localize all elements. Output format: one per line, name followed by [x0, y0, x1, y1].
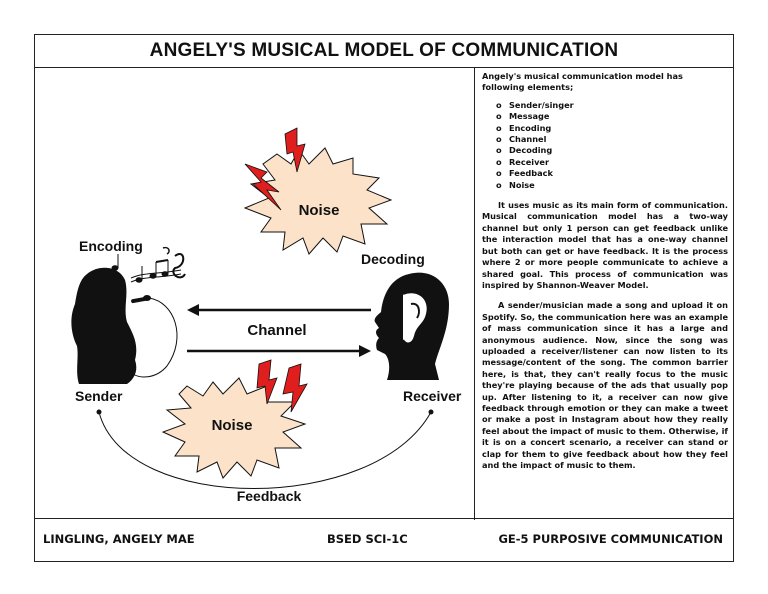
list-item: Feedback: [496, 168, 728, 180]
list-item: Message: [496, 111, 728, 123]
encoding-label: Encoding: [79, 238, 143, 254]
lightning-icon: [282, 363, 308, 413]
list-item: Sender/singer: [496, 100, 728, 112]
list-item: Noise: [496, 180, 728, 192]
paragraph-1: It uses music as its main form of commun…: [482, 200, 728, 290]
class-section: BSED SCI-1C: [327, 532, 408, 546]
document-frame: ANGELY'S MUSICAL MODEL OF COMMUNICATION …: [34, 34, 734, 562]
list-item: Encoding: [496, 123, 728, 135]
microphone-cable: [132, 297, 178, 378]
list-item: Receiver: [496, 157, 728, 169]
receiver-ear-silhouette: [374, 272, 449, 380]
description-text: Angely's musical communication model has…: [482, 71, 728, 521]
music-notes-icon: [111, 246, 186, 283]
receiver-label: Receiver: [403, 388, 462, 404]
paragraph-2: A sender/musician made a song and upload…: [482, 300, 728, 470]
channel-arrow-right: [187, 345, 371, 357]
noise-bottom-label: Noise: [212, 417, 253, 434]
footer: LINGLING, ANGELY MAE BSED SCI-1C GE-5 PU…: [35, 518, 733, 561]
noise-top: Noise: [243, 127, 393, 255]
feedback-label: Feedback: [237, 488, 302, 504]
feedback-loop: [96, 409, 434, 489]
lightning-icon: [284, 127, 306, 173]
channel-label: Channel: [247, 322, 306, 339]
communication-diagram: Noise Noise Encoding: [35, 68, 474, 520]
elements-list: Sender/singer Message Encoding Channel D…: [482, 100, 728, 192]
lightning-icon: [256, 359, 278, 405]
noise-top-label: Noise: [299, 202, 340, 219]
sender-label: Sender: [75, 388, 123, 404]
intro-text: Angely's musical communication model has…: [482, 71, 683, 93]
noise-top-starburst: [243, 147, 393, 255]
course-name: GE-5 PURPOSIVE COMMUNICATION: [498, 532, 723, 546]
list-item: Decoding: [496, 145, 728, 157]
diagram-svg: Noise Noise Encoding: [71, 127, 462, 504]
noise-bottom-starburst: [161, 377, 307, 479]
page-title: ANGELY'S MUSICAL MODEL OF COMMUNICATION: [35, 35, 733, 68]
column-divider: [474, 68, 475, 520]
decoding-label: Decoding: [361, 251, 425, 267]
list-item: Channel: [496, 134, 728, 146]
sender-singer-silhouette: [71, 267, 151, 384]
lightning-icon: [244, 163, 282, 211]
author-name: LINGLING, ANGELY MAE: [43, 532, 195, 546]
channel-arrow-left: [187, 304, 371, 316]
noise-bottom: Noise: [161, 359, 308, 479]
